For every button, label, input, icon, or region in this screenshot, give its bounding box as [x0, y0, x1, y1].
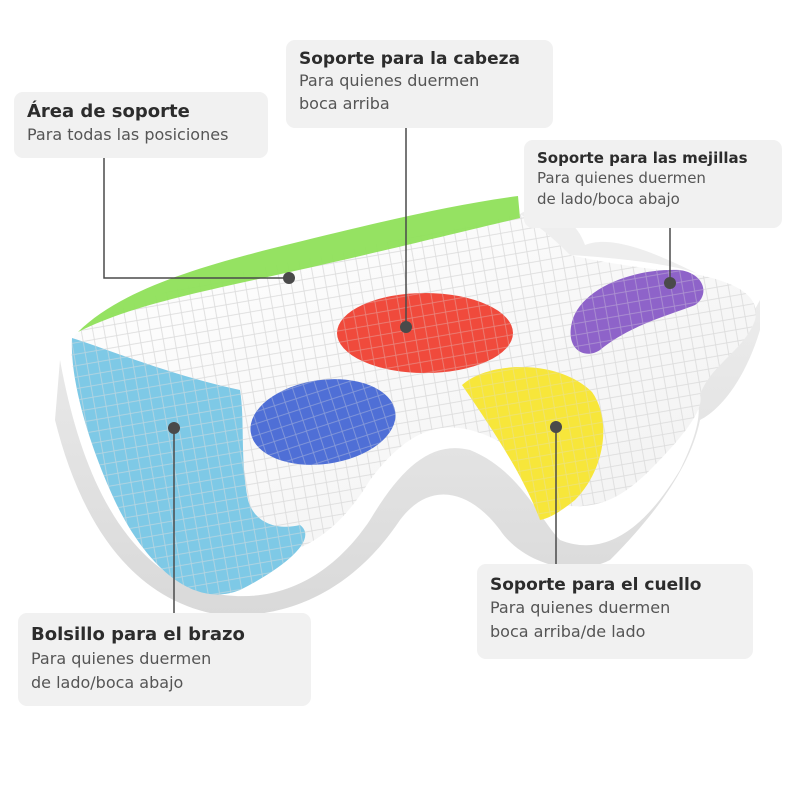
callout-description-line2: de lado/boca abajo	[537, 190, 680, 209]
callout-description: Para todas las posiciones	[27, 124, 229, 144]
callout-title: Soporte para el cuello	[490, 575, 702, 595]
callout-title: Soporte para la cabeza	[299, 49, 520, 69]
callout-description-line1: Para quienes duermen	[490, 598, 671, 618]
callout-soporte-mejillas: Soporte para las mejillas Para quienes d…	[524, 140, 782, 228]
leader-line-area	[103, 158, 289, 279]
marker-brazo	[168, 422, 180, 434]
callout-soporte-cabeza: Soporte para la cabeza Para quienes duer…	[286, 40, 553, 128]
marker-area	[283, 272, 295, 284]
callout-description-line2: boca arriba/de lado	[490, 622, 646, 642]
callout-description-line1: Para quienes duermen	[299, 71, 480, 91]
callout-description-line2: boca arriba	[299, 93, 390, 113]
callout-bolsillo-brazo: Bolsillo para el brazo Para quienes duer…	[18, 613, 311, 706]
callout-description-line2: de lado/boca abajo	[31, 672, 184, 692]
callout-description-line1: Para quienes duermen	[537, 168, 706, 187]
callout-area-de-soporte: Área de soporte Para todas las posicione…	[14, 92, 268, 158]
callout-title: Área de soporte	[27, 101, 190, 122]
marker-cabeza	[400, 321, 412, 333]
marker-cuello	[550, 421, 562, 433]
zone-green-support-area	[78, 196, 520, 332]
callout-title: Soporte para las mejillas	[537, 149, 748, 167]
callout-soporte-cuello: Soporte para el cuello Para quienes duer…	[477, 564, 753, 659]
marker-mejillas	[664, 277, 676, 289]
callout-description-line1: Para quienes duermen	[31, 648, 212, 668]
callout-title: Bolsillo para el brazo	[31, 624, 245, 645]
